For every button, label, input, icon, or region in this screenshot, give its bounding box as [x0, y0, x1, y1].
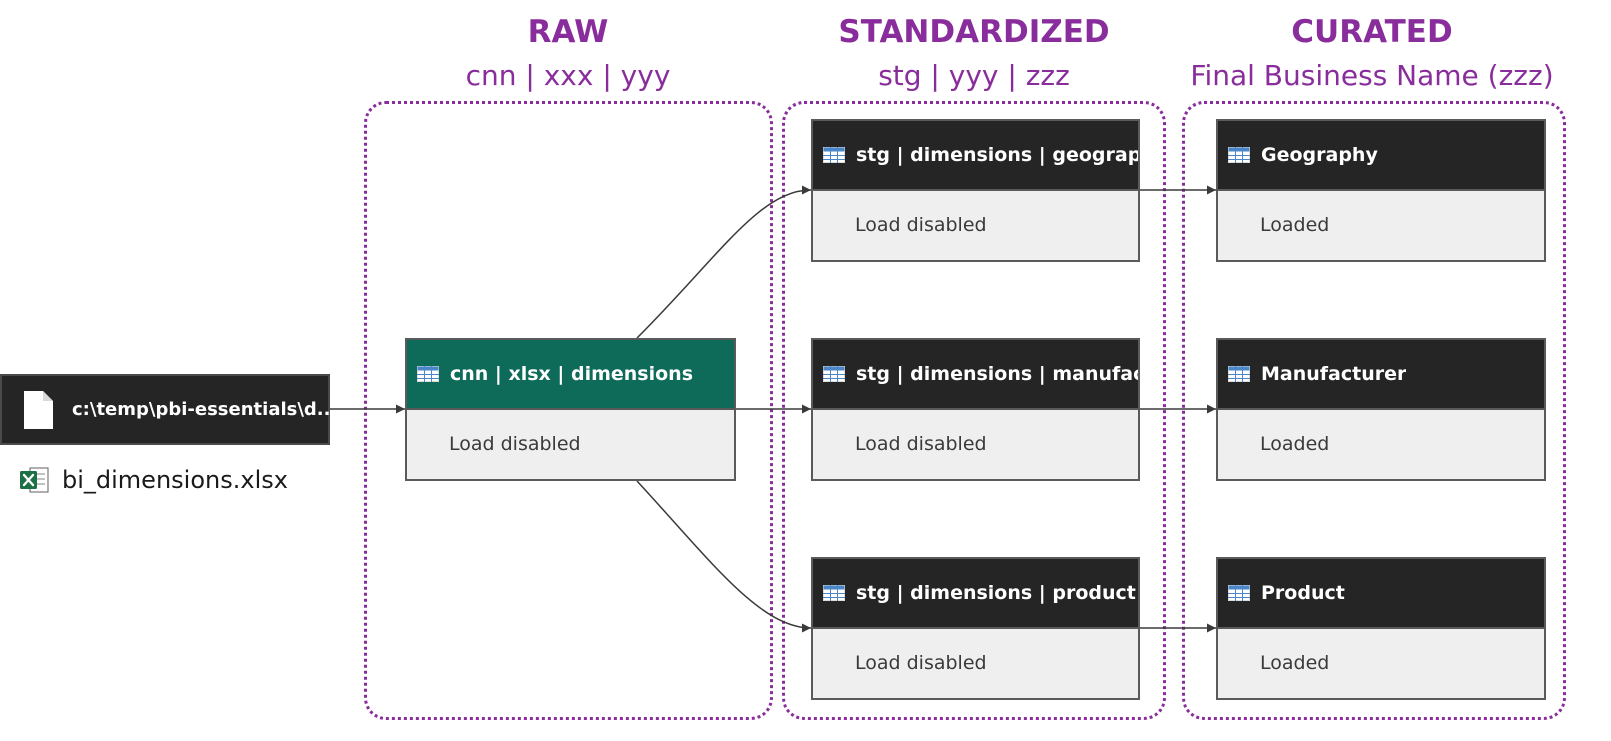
stage-title-raw: RAW	[527, 14, 609, 50]
raw-query-status: Load disabled	[449, 433, 581, 455]
curated-node-geography[interactable]: Geography Loaded	[1216, 119, 1546, 262]
curated-node-status: Loaded	[1260, 433, 1330, 455]
standardized-node-title: stg | dimensions | product	[856, 582, 1136, 604]
raw-stage-group	[364, 101, 773, 720]
table-icon	[1228, 366, 1250, 382]
standardized-node-title: stg | dimensions | manufact...	[856, 363, 1138, 385]
stage-subtitle-standardized: stg | yyy | zzz	[878, 59, 1070, 92]
stage-title-curated: CURATED	[1291, 14, 1453, 50]
standardized-node-geography[interactable]: stg | dimensions | geography Load disabl…	[811, 119, 1140, 262]
stage-subtitle-raw: cnn | xxx | yyy	[465, 59, 671, 92]
excel-icon	[20, 467, 49, 493]
excel-file-name: bi_dimensions.xlsx	[62, 466, 288, 494]
stage-title-standardized: STANDARDIZED	[838, 14, 1110, 50]
standardized-node-status: Load disabled	[855, 214, 987, 236]
table-icon	[1228, 585, 1250, 601]
standardized-node-status: Load disabled	[855, 433, 987, 455]
standardized-node-product[interactable]: stg | dimensions | product Load disabled	[811, 557, 1140, 700]
table-icon	[823, 147, 845, 163]
connector-raw-to-geography	[636, 185, 812, 339]
excel-file: bi_dimensions.xlsx	[18, 464, 288, 496]
standardized-node-manufacturer[interactable]: stg | dimensions | manufact... Load disa…	[811, 338, 1140, 481]
standardized-node-title: stg | dimensions | geography	[856, 144, 1138, 166]
curated-node-manufacturer[interactable]: Manufacturer Loaded	[1216, 338, 1546, 481]
curated-node-title: Product	[1261, 582, 1345, 604]
curated-node-title: Geography	[1261, 144, 1378, 166]
table-icon	[823, 585, 845, 601]
table-icon	[417, 366, 439, 382]
source-file-node[interactable]: c:\temp\pbi-essentials\d...	[0, 374, 337, 445]
curated-node-product[interactable]: Product Loaded	[1216, 557, 1546, 700]
standardized-node-header: stg | dimensions | manufact...	[813, 340, 1138, 410]
file-icon	[24, 390, 53, 429]
raw-query-title: cnn | xlsx | dimensions	[450, 363, 694, 385]
table-icon	[1228, 147, 1250, 163]
table-icon	[823, 366, 845, 382]
standardized-node-header: stg | dimensions | geography	[813, 121, 1138, 191]
raw-query-header: cnn | xlsx | dimensions	[407, 340, 734, 410]
standardized-node-header: stg | dimensions | product	[813, 559, 1138, 629]
curated-node-header: Manufacturer	[1218, 340, 1544, 410]
curated-node-title: Manufacturer	[1261, 363, 1407, 385]
curated-node-header: Product	[1218, 559, 1544, 629]
source-path-label: c:\temp\pbi-essentials\d...	[72, 399, 338, 420]
standardized-node-status: Load disabled	[855, 652, 987, 674]
stage-subtitle-curated: Final Business Name (zzz)	[1190, 59, 1554, 92]
standardized-stage-group	[782, 101, 1166, 720]
curated-node-status: Loaded	[1260, 214, 1330, 236]
curated-stage-group	[1182, 101, 1566, 720]
raw-query-node[interactable]: cnn | xlsx | dimensions Load disabled	[405, 338, 736, 481]
curated-node-status: Loaded	[1260, 652, 1330, 674]
curated-node-header: Geography	[1218, 121, 1544, 191]
connector-raw-to-product	[636, 480, 812, 633]
